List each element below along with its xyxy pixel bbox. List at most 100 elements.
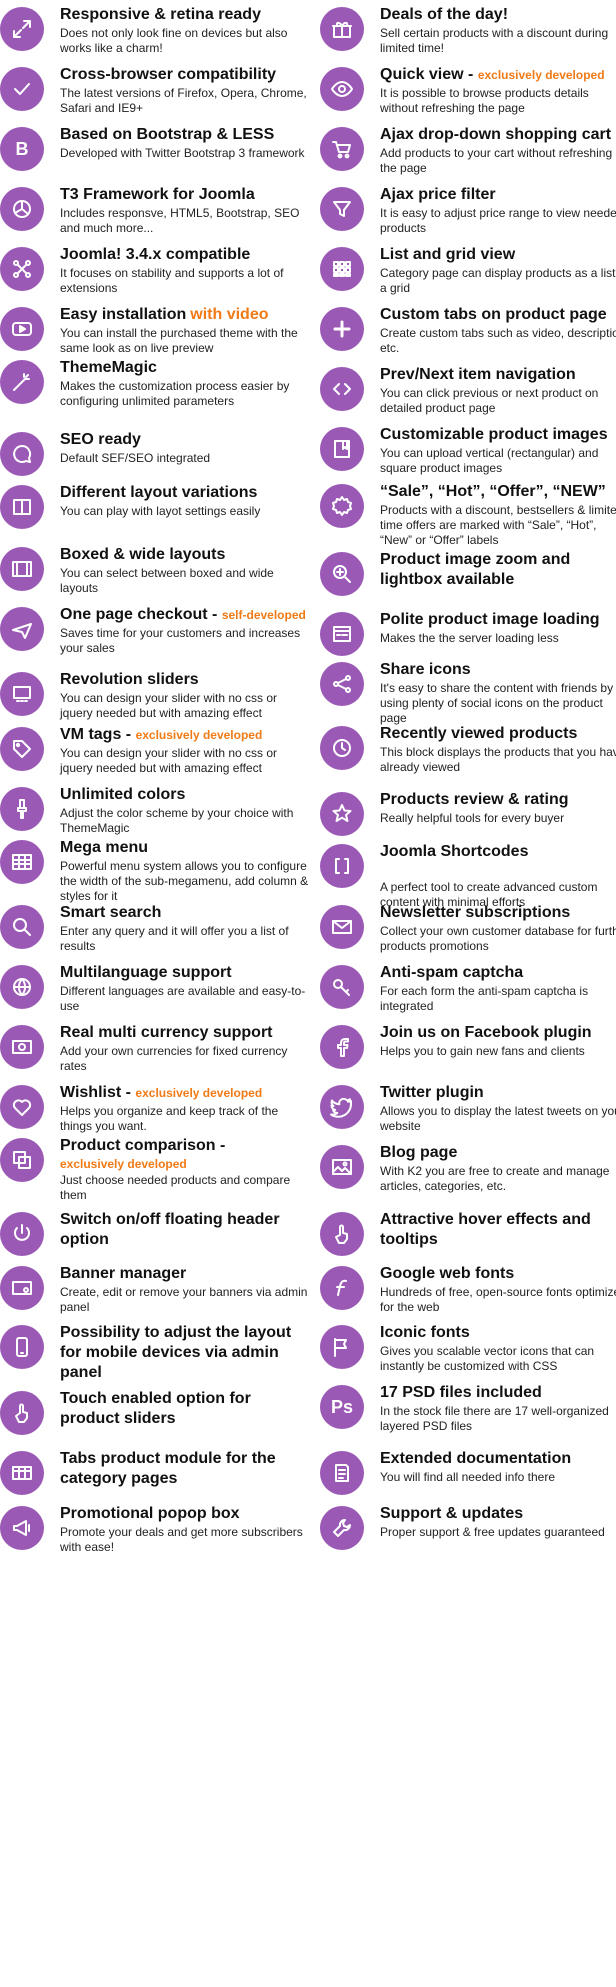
feature-title: Twitter plugin: [380, 1083, 616, 1103]
code-arrows-icon: [320, 367, 364, 411]
feature-title: Possibility to adjust the layout for mob…: [60, 1323, 310, 1383]
feature-description: Create custom tabs such as video, descri…: [380, 326, 616, 355]
wrench-icon: [320, 1506, 364, 1550]
feature-title-text: Product image zoom and lightbox availabl…: [380, 551, 571, 588]
feature-title: Polite product image loading: [380, 610, 616, 630]
brush-icon: [0, 787, 44, 831]
feature-title: Deals of the day!: [380, 5, 616, 25]
feature-text: Touch enabled option for product sliders: [60, 1389, 310, 1429]
expand-icon: [0, 7, 44, 51]
documentation-icon: [320, 1451, 364, 1495]
feature-title: 17 PSD files included: [380, 1383, 616, 1403]
feature-description: Makes the the server loading less: [380, 631, 559, 645]
touch-icon: [0, 1391, 44, 1435]
feature-text: “Sale”, “Hot”, “Offer”, “NEW”Products wi…: [380, 482, 616, 548]
feature-description: Default SEF/SEO integrated: [60, 451, 211, 465]
feature-title-text: Tabs product module for the category pag…: [60, 1450, 276, 1487]
feature-title-text: “Sale”, “Hot”, “Offer”, “NEW”: [380, 483, 606, 500]
feature-description: Saves time for your customers and increa…: [60, 626, 301, 655]
heart-icon: [0, 1085, 44, 1129]
eye-icon: [320, 67, 364, 111]
feature-description: Category page can display products as a …: [380, 266, 616, 295]
feature-title-text: Support & updates: [380, 1505, 524, 1522]
search-icon: [0, 905, 44, 949]
feature-title-text: Blog page: [380, 1144, 458, 1161]
feature-title: VM tags - exclusively developed: [60, 725, 310, 745]
feature-description: Gives you scalable vector icons that can…: [380, 1344, 595, 1373]
compare-icon: [0, 1138, 44, 1182]
feature-title-text: Google web fonts: [380, 1265, 515, 1282]
feature-description: A perfect tool to create advanced custom…: [380, 880, 598, 909]
feature-title: Wishlist - exclusively developed: [60, 1083, 310, 1103]
feature-title: Iconic fonts: [380, 1323, 616, 1343]
brackets-icon: [320, 844, 364, 888]
twitter-icon: [320, 1085, 364, 1129]
feature-title: Multilanguage support: [60, 963, 310, 983]
feature-description: It focuses on stability and supports a l…: [60, 266, 284, 295]
feature-title: Product image zoom and lightbox availabl…: [380, 550, 616, 590]
feature-title-text: Touch enabled option for product sliders: [60, 1390, 251, 1427]
image-loading-icon: [320, 612, 364, 656]
feature-title: T3 Framework for Joomla: [60, 185, 310, 205]
currency-icon: [0, 1025, 44, 1069]
feature-title-text: Cross-browser compatibility: [60, 66, 277, 83]
power-icon: [0, 1212, 44, 1256]
feature-title: Products review & rating: [380, 790, 616, 810]
feature-description: Powerful menu system allows you to confi…: [60, 859, 309, 903]
picture-icon: [320, 1145, 364, 1189]
feature-description: Does not only look fine on devices but a…: [60, 26, 288, 55]
feature-title: Joomla! 3.4.x compatible: [60, 245, 310, 265]
feature-title-text: 17 PSD files included: [380, 1384, 542, 1401]
magic-wand-icon: [0, 360, 44, 404]
feature-accent-label: self-developed: [221, 608, 306, 622]
feature-title-text: Switch on/off floating header option: [60, 1211, 280, 1248]
feature-text: Switch on/off floating header option: [60, 1210, 310, 1250]
feature-title-text: Revolution sliders: [60, 671, 199, 688]
feature-title: Joomla Shortcodes: [380, 842, 616, 862]
facebook-icon: [320, 1025, 364, 1069]
feature-title-text: Recently viewed products: [380, 725, 578, 742]
feature-description: Proper support & free updates guaranteed: [380, 1525, 605, 1539]
feature-description: Enter any query and it will offer you a …: [60, 924, 289, 953]
feature-title: Promotional popop box: [60, 1504, 310, 1524]
feature-title-text: SEO ready: [60, 431, 141, 448]
feature-description: Includes responsve, HTML5, Bootstrap, SE…: [60, 206, 300, 235]
feature-description: It is possible to browse products detail…: [380, 86, 589, 115]
feature-title-text: Extended documentation: [380, 1450, 572, 1467]
feature-title: One page checkout - self-developed: [60, 605, 310, 625]
feature-title: Blog page: [380, 1143, 616, 1163]
feature-title-text: Joomla Shortcodes: [380, 843, 529, 860]
photoshop-icon: Ps: [320, 1385, 364, 1429]
feature-title: Support & updates: [380, 1504, 616, 1524]
video-play-icon: [0, 307, 44, 351]
feature-title: Cross-browser compatibility: [60, 65, 310, 85]
feature-description: Promote your deals and get more subscrib…: [60, 1525, 303, 1554]
feature-title: ThemeMagic: [60, 358, 310, 378]
feature-title-text: Promotional popop box: [60, 1505, 240, 1522]
feature-title: Ajax price filter: [380, 185, 616, 205]
feature-title: “Sale”, “Hot”, “Offer”, “NEW”: [380, 482, 616, 502]
feature-title-text: Banner manager: [60, 1265, 187, 1282]
feature-title-text: Iconic fonts: [380, 1324, 470, 1341]
feature-description: Sell certain products with a discount du…: [380, 26, 609, 55]
feature-title: Customizable product images: [380, 425, 616, 445]
feature-description: You can click previous or next product o…: [380, 386, 599, 415]
feature-title: Recently viewed products: [380, 724, 616, 744]
feature-title: List and grid view: [380, 245, 616, 265]
feature-title-text: Easy installation: [60, 306, 187, 323]
feature-title-text: Attractive hover effects and tooltips: [380, 1211, 591, 1248]
feature-text: Product comparison -exclusively develope…: [60, 1136, 310, 1203]
